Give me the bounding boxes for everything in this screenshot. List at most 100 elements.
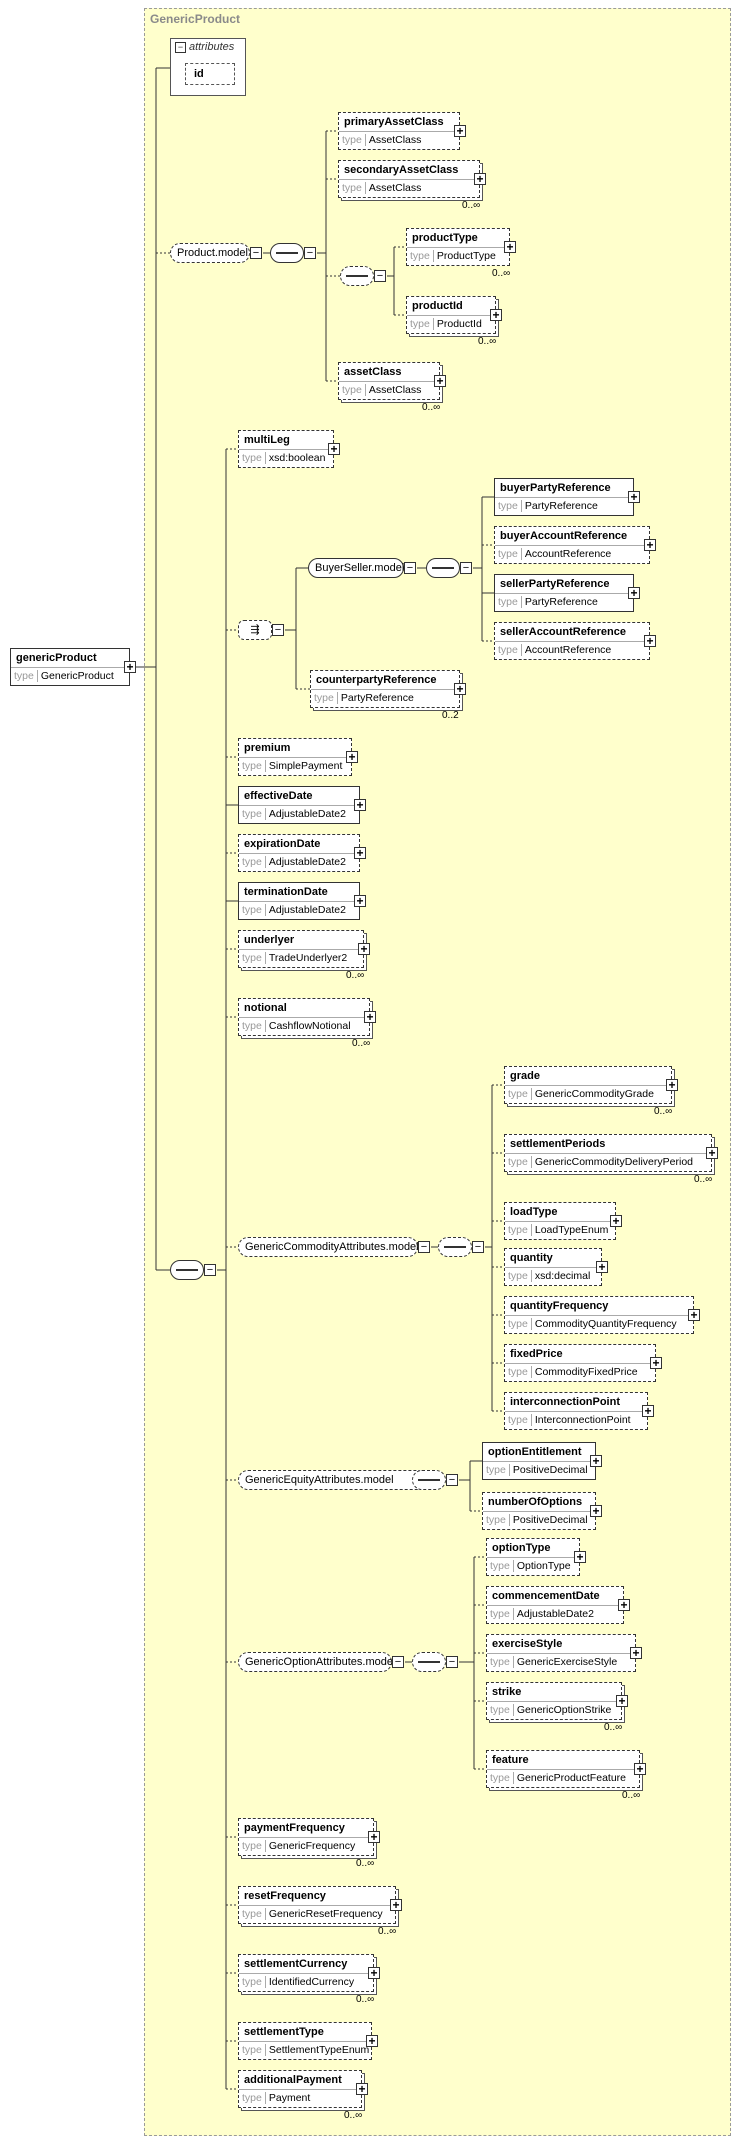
- collapse-icon[interactable]: −: [446, 1656, 458, 1668]
- sequence-compositor-icon[interactable]: −: [426, 558, 472, 578]
- expand-icon[interactable]: +: [634, 1763, 646, 1775]
- equity-attributes-model-group[interactable]: GenericEquityAttributes.model −: [238, 1470, 442, 1490]
- sequence-compositor-icon[interactable]: −: [412, 1652, 458, 1672]
- expand-icon[interactable]: +: [688, 1309, 700, 1321]
- expand-icon[interactable]: +: [454, 125, 466, 137]
- expand-icon[interactable]: +: [328, 443, 340, 455]
- expand-icon[interactable]: +: [368, 1831, 380, 1843]
- expand-icon[interactable]: +: [490, 309, 502, 321]
- expand-icon[interactable]: +: [650, 1357, 662, 1369]
- collapse-icon[interactable]: −: [460, 562, 472, 574]
- expand-icon[interactable]: +: [644, 635, 656, 647]
- expand-icon[interactable]: +: [354, 847, 366, 859]
- expand-icon[interactable]: +: [474, 173, 486, 185]
- option-attributes-model-group[interactable]: GenericOptionAttributes.model −: [238, 1652, 404, 1672]
- expand-icon[interactable]: +: [124, 661, 136, 673]
- expand-icon[interactable]: +: [454, 683, 466, 695]
- expand-icon[interactable]: +: [390, 1899, 402, 1911]
- expand-icon[interactable]: +: [504, 241, 516, 253]
- expand-icon[interactable]: +: [354, 799, 366, 811]
- collapse-icon[interactable]: −: [472, 1241, 484, 1253]
- sequence-compositor-icon[interactable]: −: [438, 1237, 484, 1257]
- sequence-compositor-icon[interactable]: −: [270, 243, 316, 263]
- commodity-attributes-model-group[interactable]: GenericCommodityAttributes.model −: [238, 1237, 430, 1257]
- expand-icon[interactable]: +: [628, 587, 640, 599]
- expand-icon[interactable]: +: [644, 539, 656, 551]
- collapse-icon[interactable]: −: [272, 624, 284, 636]
- expand-icon[interactable]: +: [616, 1695, 628, 1707]
- sequence-compositor-icon[interactable]: −: [340, 266, 386, 286]
- expand-icon[interactable]: +: [346, 751, 358, 763]
- collapse-icon[interactable]: −: [250, 247, 262, 259]
- expand-icon[interactable]: +: [358, 943, 370, 955]
- buyerseller-model-group[interactable]: BuyerSeller.model −: [308, 558, 416, 578]
- expand-icon[interactable]: +: [590, 1455, 602, 1467]
- expand-icon[interactable]: +: [354, 895, 366, 907]
- expand-icon[interactable]: +: [706, 1147, 718, 1159]
- collapse-toggle-icon[interactable]: −: [175, 42, 186, 53]
- choice-compositor-icon[interactable]: ⇶−: [238, 620, 284, 640]
- expand-icon[interactable]: +: [666, 1079, 678, 1091]
- expand-icon[interactable]: +: [630, 1647, 642, 1659]
- expand-icon[interactable]: +: [610, 1215, 622, 1227]
- collapse-icon[interactable]: −: [304, 247, 316, 259]
- expand-icon[interactable]: +: [368, 1967, 380, 1979]
- sequence-compositor-icon[interactable]: −: [412, 1470, 458, 1490]
- expand-icon[interactable]: +: [628, 491, 640, 503]
- collapse-icon[interactable]: −: [418, 1241, 430, 1253]
- collapse-icon[interactable]: −: [374, 270, 386, 282]
- collapse-icon[interactable]: −: [446, 1474, 458, 1486]
- expand-icon[interactable]: +: [356, 2083, 368, 2095]
- expand-icon[interactable]: +: [618, 1599, 630, 1611]
- expand-icon[interactable]: +: [642, 1405, 654, 1417]
- expand-icon[interactable]: +: [366, 2035, 378, 2047]
- expand-icon[interactable]: +: [596, 1261, 608, 1273]
- collapse-icon[interactable]: −: [404, 562, 416, 574]
- collapse-icon[interactable]: −: [204, 1264, 216, 1276]
- product-model-group[interactable]: Product.model −: [170, 243, 262, 263]
- expand-icon[interactable]: +: [590, 1505, 602, 1517]
- main-sequence-compositor-icon[interactable]: −: [170, 1260, 216, 1280]
- expand-icon[interactable]: +: [574, 1551, 586, 1563]
- collapse-icon[interactable]: −: [392, 1656, 404, 1668]
- expand-icon[interactable]: +: [434, 375, 446, 387]
- expand-icon[interactable]: +: [364, 1011, 376, 1023]
